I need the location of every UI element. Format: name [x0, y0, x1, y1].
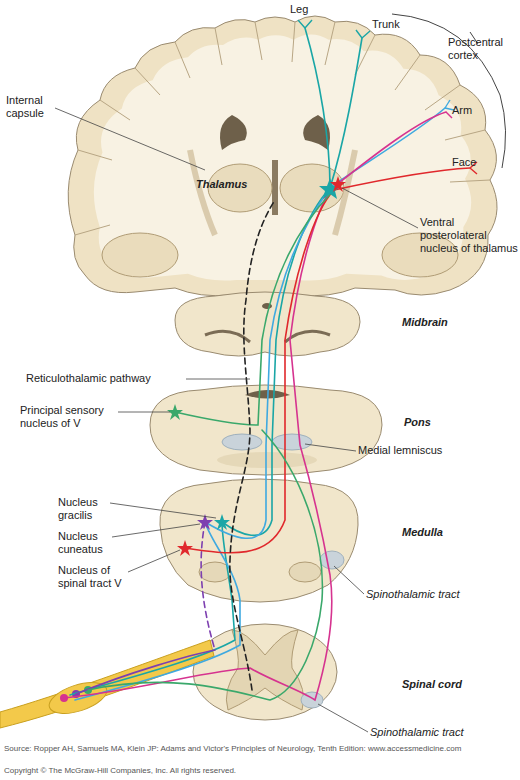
sulci [75, 22, 490, 235]
anatomy-label: Midbrain [402, 316, 482, 329]
medulla-section [160, 479, 358, 602]
medial-lemniscus [222, 434, 262, 450]
source-note: Source: Ropper AH, Samuels MA, Klein JP:… [4, 744, 516, 754]
white-matter [94, 34, 471, 280]
teal-tract [330, 38, 362, 188]
anatomy-label: Internal capsule [6, 94, 66, 120]
anatomy-label: Spinal cord [402, 678, 502, 691]
olive [289, 562, 321, 582]
anatomy-label: Nucleus of spinal tract V [58, 564, 130, 590]
green-tract [88, 430, 322, 700]
lateral-ventricle [220, 115, 247, 150]
anatomy-label: Spinothalamic tract [366, 588, 496, 601]
reticulothalamic-tract [230, 200, 275, 690]
anatomy-label: Nucleus cuneatus [58, 530, 118, 556]
dorsal-root-ganglion [45, 676, 110, 719]
spinothalamic-area [320, 551, 344, 569]
anatomy-label: Principal sensory nucleus of V [20, 404, 120, 430]
anatomy-label: Nucleus gracilis [58, 496, 118, 522]
purple-tract [201, 522, 215, 650]
anatomy-label: Leg [290, 3, 330, 16]
midbrain-section [175, 292, 360, 356]
leader-lines [55, 108, 418, 732]
anatomy-label: Ventral posterolateral nucleus of thalam… [420, 216, 520, 255]
anatomy-label: Arm [452, 104, 492, 117]
anatomy-label: Reticulothalamic pathway [26, 372, 191, 385]
anatomy-label: Postcentral cortex [448, 36, 520, 62]
third-ventricle [272, 160, 278, 215]
magenta-tract [64, 112, 446, 700]
anatomy-label: Face [452, 156, 492, 169]
substantia-nigra [205, 331, 330, 342]
medial-lemniscus [272, 434, 312, 450]
anatomy-label: Spinothalamic tract [370, 726, 500, 739]
teal-tract [70, 28, 330, 695]
internal-capsule [190, 150, 355, 235]
source-note: Copyright © The McGraw-Hill Companies, I… [4, 766, 444, 776]
anatomy-label: Pons [404, 416, 464, 429]
anatomy-label: Trunk [372, 18, 422, 31]
temporal-lobe [102, 233, 178, 277]
nucleus-stars [167, 176, 346, 556]
green-tract [175, 192, 332, 425]
blue-tract [75, 108, 445, 700]
anatomy-label: Medial lemniscus [358, 444, 478, 457]
anatomy-label: Medulla [402, 526, 482, 539]
anatomy-label: Thalamus [196, 178, 276, 191]
